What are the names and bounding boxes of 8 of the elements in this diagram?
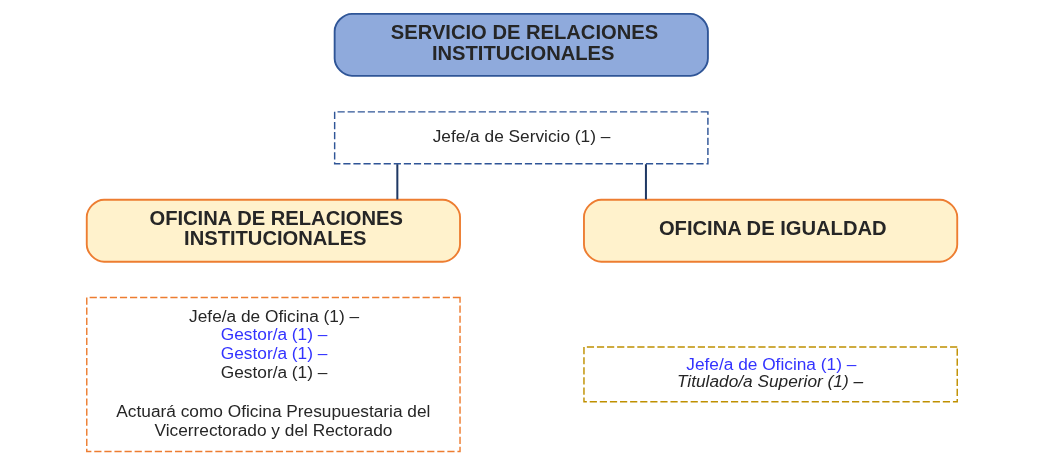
connector (395, 164, 398, 200)
node-box: Jefe/a de Oficina (1) – Titulado/a Superior (1) – (582, 346, 958, 403)
node-box: OFICINA DE IGUALDAD (582, 198, 958, 263)
connector (644, 164, 647, 200)
node-box: SERVICIO DE RELACIONES INSTITUCIONALES (333, 12, 709, 77)
node-box: Jefe/a de Servicio (1) – (333, 111, 709, 165)
node-box: OFICINA DE RELACIONES INSTITUCIONALES (85, 198, 461, 263)
node-box: Jefe/a de Oficina (1) – Gestor/a (1) – Gestor/a (1) – Gestor/a (1) – Actuará como Oficina Presupuestaria del Vicerrectorado y del Rectorado (85, 296, 461, 453)
